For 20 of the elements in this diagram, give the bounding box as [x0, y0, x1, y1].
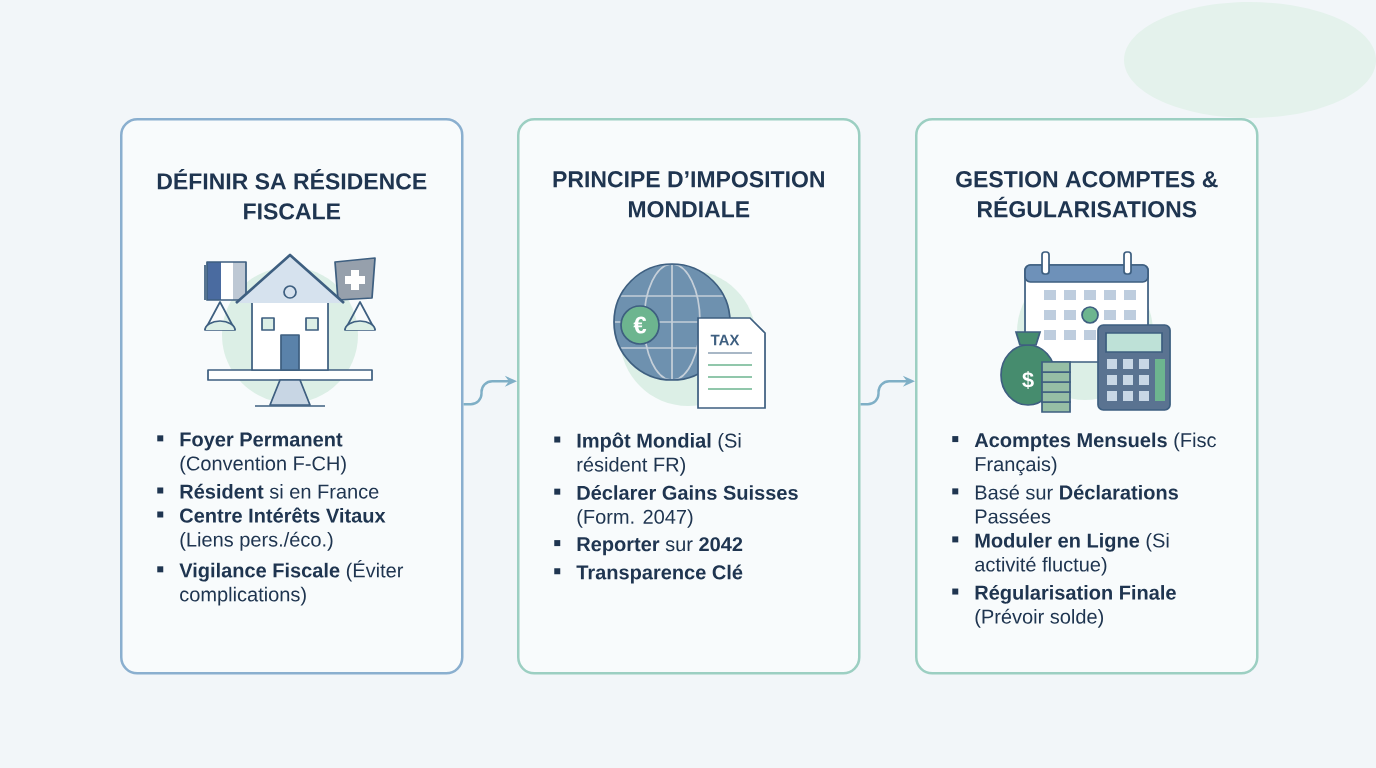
- dollar-sign: $: [1022, 371, 1034, 389]
- card-title: GESTION ACOMPTES & RÉGULARISATIONS: [956, 171, 1218, 218]
- bullet-item: Vigilance Fiscale (Éviter complications): [157, 560, 404, 606]
- document-label: TAX: [710, 334, 740, 346]
- card-title: PRINCIPE D’IMPOSITION MONDIALE: [553, 171, 824, 218]
- bullet-item: Impôt Mondial (Si résident FR): [554, 432, 741, 476]
- bullet-item: Basé sur Déclarations Passées: [952, 484, 1178, 524]
- bullet-item: Foyer Permanent (Convention F-CH): [157, 432, 346, 475]
- bullet-item: Régularisation Finale (Prévoir solde): [952, 584, 1176, 628]
- euro-sign: €: [633, 316, 647, 334]
- step-card: [517, 118, 861, 675]
- card-title: DÉFINIR SA RÉSIDENCE FISCALE: [157, 168, 427, 220]
- bullet-item: Moduler en Ligne (Si activité fluctue): [952, 532, 1169, 576]
- bullet-item: Acomptes Mensuels (Fisc Français): [952, 432, 1216, 476]
- bullet-item: Résident si en France: [157, 483, 379, 499]
- bullet-item: Transparence Clé: [554, 564, 743, 584]
- step-card: [120, 118, 464, 675]
- bullet-item: Reporter sur 2042: [554, 537, 743, 556]
- bullet-item: Déclarer Gains Suisses (Form. 2047): [554, 485, 798, 528]
- bullet-item: Centre Intérêts Vitaux (Liens pers./éco.): [157, 507, 386, 551]
